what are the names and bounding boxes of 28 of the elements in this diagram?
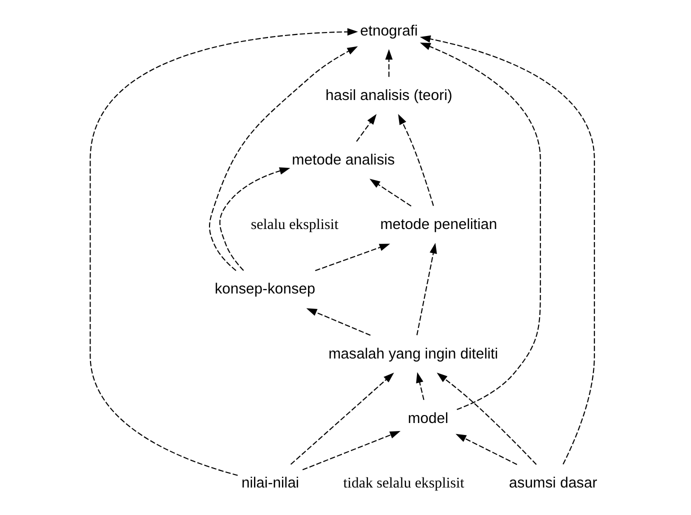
- arrow: [416, 372, 424, 400]
- node-text: asumsi dasar: [509, 476, 598, 492]
- arrow: [420, 35, 595, 464]
- arrow: [370, 178, 412, 206]
- node-text: hasil analisis (teori): [326, 88, 452, 104]
- arrow: [290, 372, 394, 465]
- node-text: nilai-nilai: [241, 476, 300, 492]
- arrow: [209, 46, 358, 271]
- node-text: model: [408, 410, 448, 427]
- arrow: [315, 244, 390, 272]
- arrow: [356, 114, 377, 142]
- node-text: metode penelitian: [380, 217, 498, 234]
- arrow: [398, 114, 434, 206]
- arrow: [306, 308, 371, 336]
- node-text: metode analisis: [292, 152, 395, 169]
- arrow: [385, 49, 393, 77]
- label: selalu eksplisit: [250, 217, 338, 234]
- node-text: masalah yang ingin diteliti: [328, 346, 498, 362]
- arrow: [416, 242, 437, 336]
- arrow: [436, 372, 537, 465]
- node-text: konsep-konsep: [214, 282, 316, 298]
- node-text: etnografi: [360, 23, 418, 40]
- arrow: [420, 42, 541, 410]
- label: tidak selalu eksplisit: [343, 476, 464, 492]
- arrow: [90, 28, 358, 476]
- arrow: [456, 434, 518, 465]
- arrow: [302, 431, 401, 470]
- arrow: [219, 167, 290, 271]
